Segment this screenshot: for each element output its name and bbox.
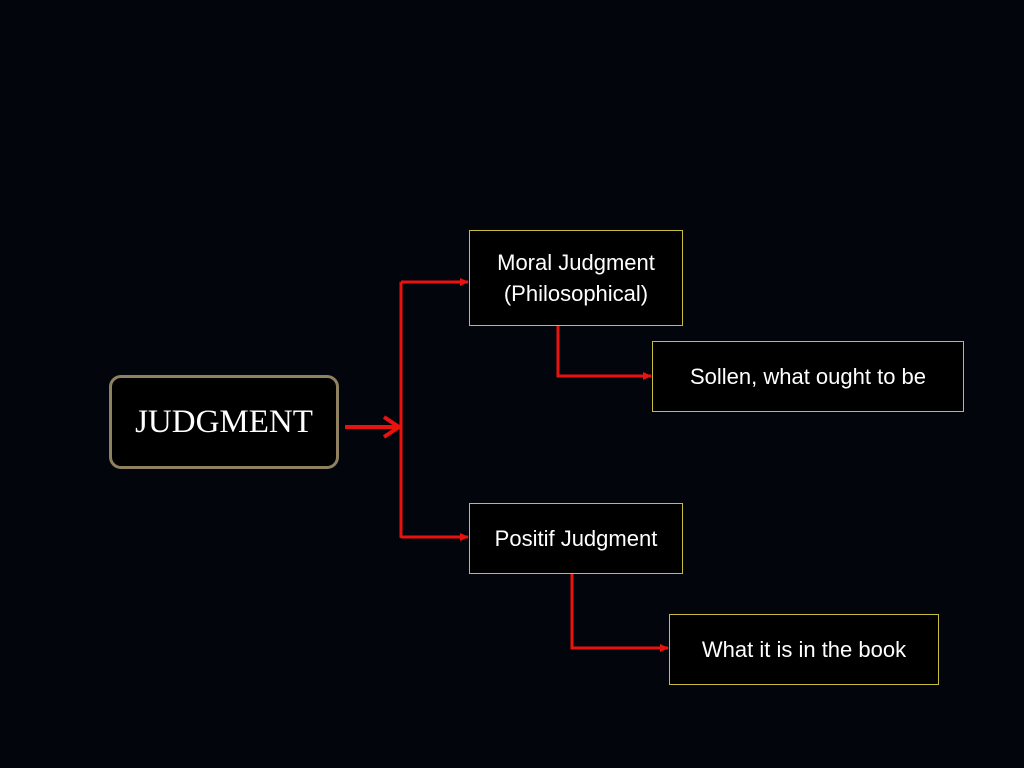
arrow-to-what-it-is [570, 574, 669, 652]
positif-judgment-label: Positif Judgment [494, 526, 658, 551]
what-it-is-label: What it is in the book [701, 637, 907, 662]
root-to-branch-arrow [345, 415, 403, 439]
moral-judgment-sublabel: (Philosophical) [503, 281, 649, 306]
sollen-label: Sollen, what ought to be [689, 364, 927, 389]
arrow-to-sollen [556, 326, 652, 380]
what-it-is-node: What it is in the book [669, 614, 939, 685]
moral-judgment-node: Moral Judgment (Philosophical) [469, 230, 683, 326]
sollen-node: Sollen, what ought to be [652, 341, 964, 412]
positif-judgment-node: Positif Judgment [469, 503, 683, 574]
moral-judgment-label: Moral Judgment [497, 250, 655, 275]
judgment-root-label: JUDGMENT [135, 403, 313, 440]
judgment-root-node: JUDGMENT [109, 375, 339, 469]
